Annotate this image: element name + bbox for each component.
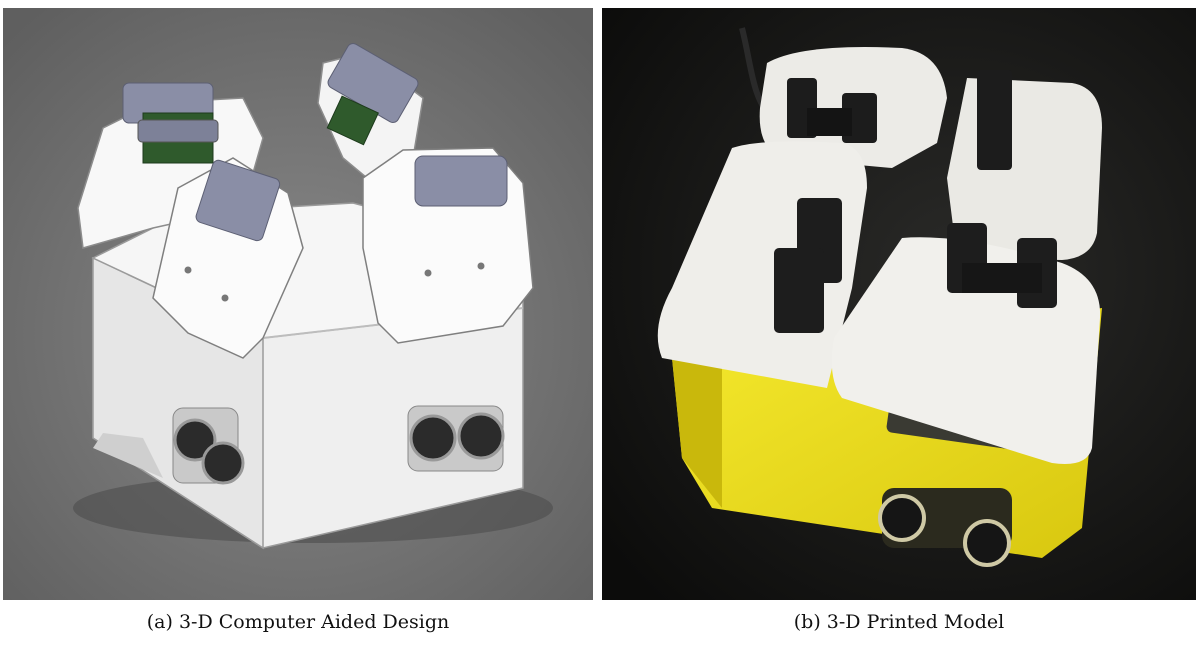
cad-plate-front-right (362, 147, 534, 344)
caption-a: (a) 3-D Computer Aided Design (146, 611, 450, 633)
printed-plate-front-right (831, 223, 1101, 464)
printed-plate-front-left (657, 141, 867, 388)
cad-ultrasonic-right (407, 405, 505, 472)
cad-render-image (3, 8, 593, 600)
caption-b: (b) 3-D Printed Model (793, 611, 1005, 633)
cad-plate-front-left (152, 157, 304, 359)
printed-model-panel (602, 8, 1196, 600)
printed-plate-back-right (947, 70, 1102, 260)
printed-model-image (602, 8, 1196, 600)
cad-render-panel (3, 8, 593, 600)
cad-ultrasonic-left (172, 407, 245, 485)
printed-plate-back-left (759, 47, 947, 168)
